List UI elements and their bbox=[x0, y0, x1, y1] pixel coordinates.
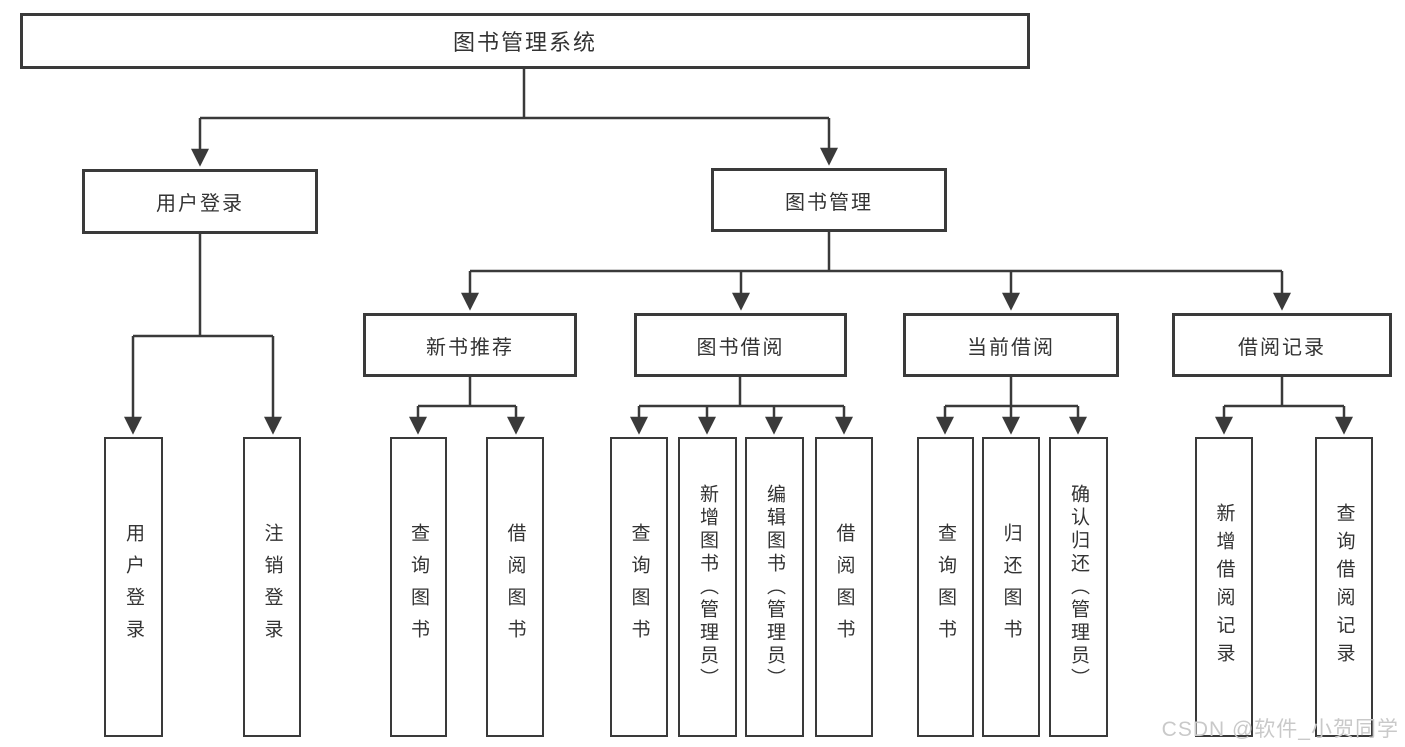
watermark: CSDN @软件_小贺同学 bbox=[1161, 718, 1399, 741]
node-current-borrow: 当前借阅 bbox=[903, 313, 1119, 377]
node-book-management-label: 图书管理 bbox=[785, 191, 873, 214]
leaf-query-borrow-record-label: 查询借阅记录 bbox=[1333, 503, 1355, 671]
node-book-borrow-label: 图书借阅 bbox=[696, 336, 785, 359]
node-current-borrow-label: 当前借阅 bbox=[967, 336, 1055, 359]
leaf-user-login: 用户登录 bbox=[104, 437, 163, 737]
leaf-confirm-return-admin: 确认归还（管理员） bbox=[1049, 437, 1108, 737]
leaf-query-borrow-record: 查询借阅记录 bbox=[1315, 437, 1373, 737]
leaf-current-query-books-label: 查询图书 bbox=[935, 523, 956, 651]
leaf-current-query-books: 查询图书 bbox=[917, 437, 974, 737]
connectors bbox=[124, 68, 1353, 435]
leaf-confirm-return-admin-label: 确认归还（管理员） bbox=[1068, 483, 1089, 691]
leaf-edit-books-admin-label: 编辑图书（管理员） bbox=[764, 483, 785, 691]
leaf-newbook-query-books: 查询图书 bbox=[390, 437, 447, 737]
leaf-add-borrow-record: 新增借阅记录 bbox=[1195, 437, 1253, 737]
leaf-newbook-borrow-books-label: 借阅图书 bbox=[504, 523, 526, 651]
node-root-label: 图书管理系统 bbox=[452, 30, 597, 55]
leaf-edit-books-admin: 编辑图书（管理员） bbox=[745, 437, 804, 737]
leaf-borrow-books-label: 借阅图书 bbox=[833, 523, 855, 651]
leaf-newbook-query-books-label: 查询图书 bbox=[408, 523, 429, 651]
leaf-borrow-query-books: 查询图书 bbox=[610, 437, 668, 737]
leaf-borrow-books: 借阅图书 bbox=[815, 437, 873, 737]
node-new-book-recommend: 新书推荐 bbox=[363, 313, 577, 377]
leaf-add-books-admin-label: 新增图书（管理员） bbox=[697, 483, 718, 691]
leaf-return-books: 归还图书 bbox=[982, 437, 1040, 737]
node-user-login-label: 用户登录 bbox=[156, 193, 244, 215]
leaf-return-books-label: 归还图书 bbox=[1000, 523, 1022, 651]
node-root: 图书管理系统 bbox=[20, 13, 1030, 69]
node-borrow-records: 借阅记录 bbox=[1172, 313, 1392, 377]
leaf-logout: 注销登录 bbox=[243, 437, 301, 737]
leaf-add-borrow-record-label: 新增借阅记录 bbox=[1213, 503, 1235, 671]
node-new-book-recommend-label: 新书推荐 bbox=[426, 336, 514, 359]
leaf-newbook-borrow-books: 借阅图书 bbox=[486, 437, 544, 737]
node-user-login: 用户登录 bbox=[82, 169, 318, 234]
node-borrow-records-label: 借阅记录 bbox=[1238, 336, 1326, 359]
leaf-logout-label: 注销登录 bbox=[261, 523, 283, 651]
leaf-add-books-admin: 新增图书（管理员） bbox=[678, 437, 737, 737]
leaf-borrow-query-books-label: 查询图书 bbox=[628, 523, 650, 651]
leaf-user-login-label: 用户登录 bbox=[123, 523, 144, 651]
node-book-management: 图书管理 bbox=[711, 168, 947, 232]
node-book-borrow: 图书借阅 bbox=[634, 313, 847, 377]
